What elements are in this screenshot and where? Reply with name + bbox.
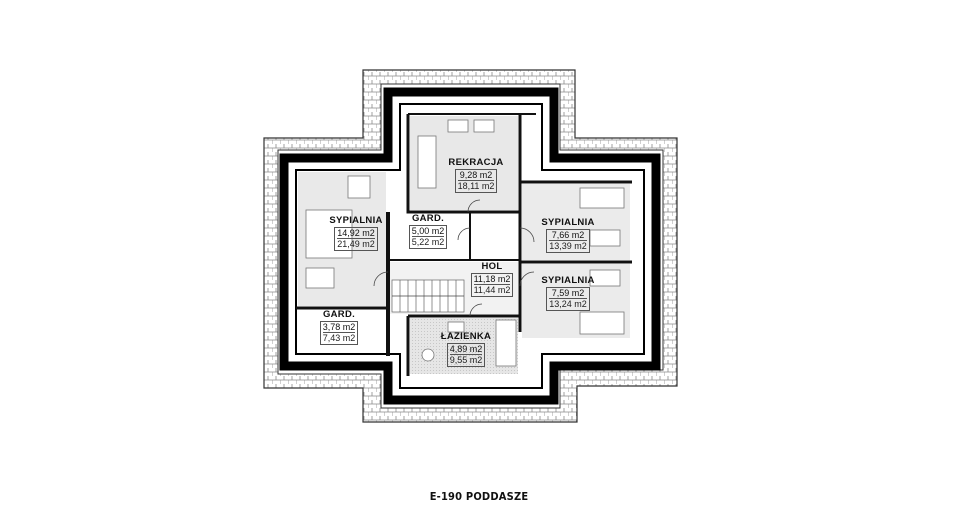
room-area-total: 9,55 m2 — [449, 355, 483, 366]
room-name: SYPIALNIA — [329, 215, 383, 226]
room-area: 5,00 m2 — [411, 225, 445, 238]
room-area-total: 13,24 m2 — [549, 299, 587, 310]
room-area: 7,59 m2 — [549, 288, 587, 300]
room-area: 3,78 m2 — [322, 321, 356, 334]
room-name: SYPIALNIA — [541, 275, 595, 286]
room-area-total: 7,43 m2 — [322, 333, 356, 344]
room-area-total: 13,39 m2 — [549, 241, 587, 252]
armchair-icon — [473, 119, 495, 133]
sink-icon — [447, 321, 465, 333]
interior-walls — [296, 113, 632, 376]
furniture — [305, 119, 625, 367]
bathtub-icon — [495, 319, 517, 367]
armchair-icon — [447, 119, 469, 133]
desk-icon — [305, 267, 335, 289]
stairs — [391, 279, 465, 313]
room-name: GARD. — [411, 213, 445, 224]
room-name: REKRACJA — [448, 157, 504, 168]
room-name: HOL — [481, 261, 503, 272]
desk-icon — [589, 269, 621, 287]
bed-icon — [579, 187, 625, 209]
room-area-total: 5,22 m2 — [411, 237, 445, 248]
plan-caption: E-190 PODDASZE — [429, 490, 529, 503]
bed-icon — [579, 311, 625, 335]
room-area-total: 11,44 m2 — [473, 285, 511, 296]
exterior-walls — [279, 87, 661, 405]
room-name: ŁAZIENKA — [440, 331, 492, 342]
room-area: 14,92 m2 — [337, 227, 375, 240]
sofa-icon — [417, 135, 437, 189]
room-name: SYPIALNIA — [541, 217, 595, 228]
room-area-total: 21,49 m2 — [337, 239, 375, 250]
armchair-icon — [347, 175, 371, 199]
room-area: 9,28 m2 — [457, 170, 495, 182]
room-name: GARD. — [322, 309, 356, 320]
room-area-total: 18,11 m2 — [457, 181, 495, 192]
doors — [373, 199, 535, 317]
room-area: 4,89 m2 — [449, 343, 483, 356]
desk-icon — [589, 229, 621, 247]
room-area: 7,66 m2 — [549, 230, 587, 242]
toilet-icon — [421, 348, 435, 362]
room-area: 11,18 m2 — [473, 273, 511, 286]
bed-icon — [305, 209, 353, 259]
